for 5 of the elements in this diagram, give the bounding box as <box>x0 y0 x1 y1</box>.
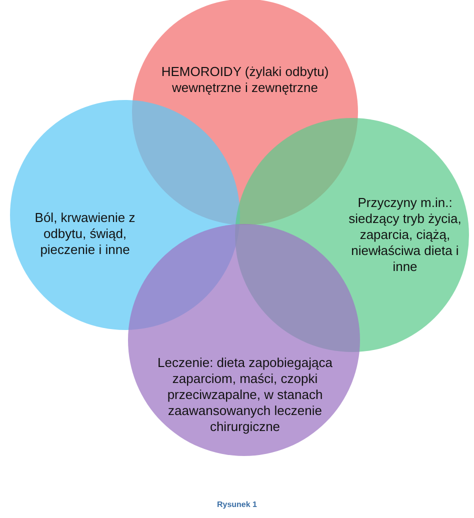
circle-label: HEMOROIDY (żylaki odbytu) wewnętrzne i zewnętrzne <box>160 64 330 96</box>
circle-label: Przyczyny m.in.: siedzący tryb życia, zaparcia, ciążą, niewłaściwa dieta i inne <box>348 195 462 275</box>
circle-label: Ból, krwawienie z odbytu, świąd, pieczenie i inne <box>34 210 136 258</box>
circle-label: Leczenie: dieta zapobiegająca zaparciom, maści, czopki przeciwzapalne, w stanach zaawansowanych leczenie chirurgiczne <box>156 355 334 435</box>
figure-caption: Rysunek 1 <box>216 500 258 509</box>
